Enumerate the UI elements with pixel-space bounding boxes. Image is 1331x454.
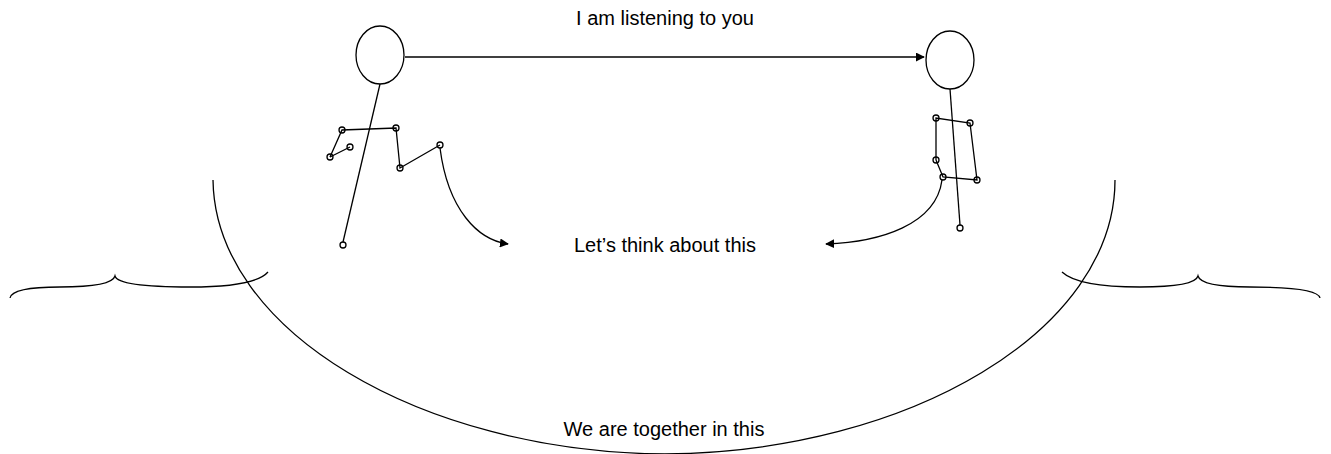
head bbox=[356, 26, 404, 84]
listening-arrow bbox=[405, 56, 924, 57]
bowl-curve bbox=[213, 180, 1115, 454]
pointer-arrow bbox=[826, 180, 942, 244]
wave bbox=[10, 272, 268, 298]
bowl-outline bbox=[213, 180, 1115, 454]
pointer-arrow bbox=[440, 148, 508, 244]
bowl-region: We are together in this bbox=[213, 180, 1115, 454]
stick-figure bbox=[933, 89, 980, 231]
caption-text: I am listening to you bbox=[576, 6, 754, 30]
region-label: We are together in this bbox=[564, 417, 765, 441]
stick-figure bbox=[327, 84, 443, 248]
head bbox=[926, 31, 974, 89]
wave bbox=[1062, 272, 1320, 298]
caption-text: Let’s think about this bbox=[574, 233, 756, 257]
